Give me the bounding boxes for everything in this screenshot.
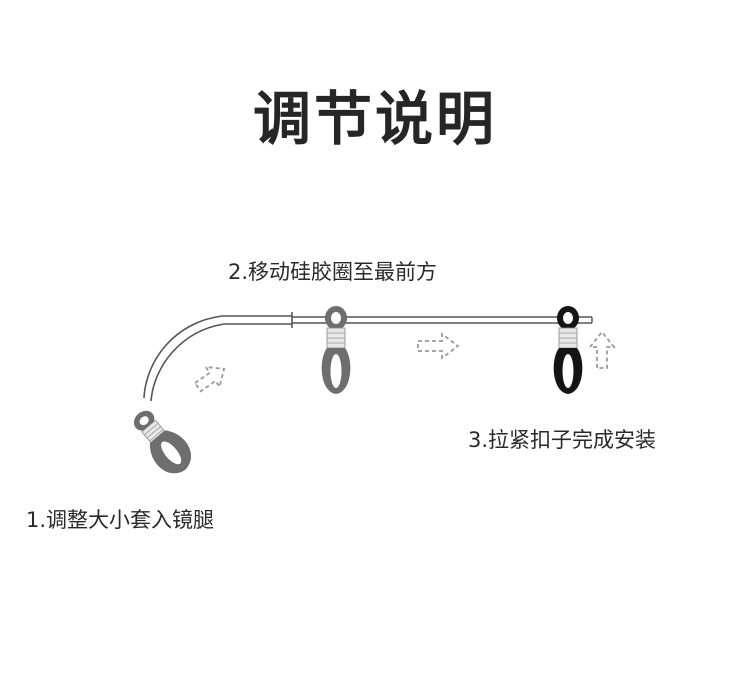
- strap-loop-step3: [553, 306, 583, 394]
- strap-loop-step1: [133, 410, 191, 474]
- step-2-label: 2.移动硅胶圈至最前方: [228, 260, 438, 284]
- dashed-arrow-up-icon: [588, 330, 616, 369]
- dashed-arrow-right-icon: [417, 332, 460, 360]
- page-title: 调节说明: [252, 85, 497, 153]
- glasses-temple: [143, 312, 593, 402]
- step-1-label: 1.调整大小套入镜腿: [26, 508, 215, 532]
- step-3-label: 3.拉紧扣子完成安装: [468, 428, 657, 452]
- strap-loop-step2: [321, 306, 351, 394]
- dashed-arrow-diagonal-icon: [193, 365, 226, 393]
